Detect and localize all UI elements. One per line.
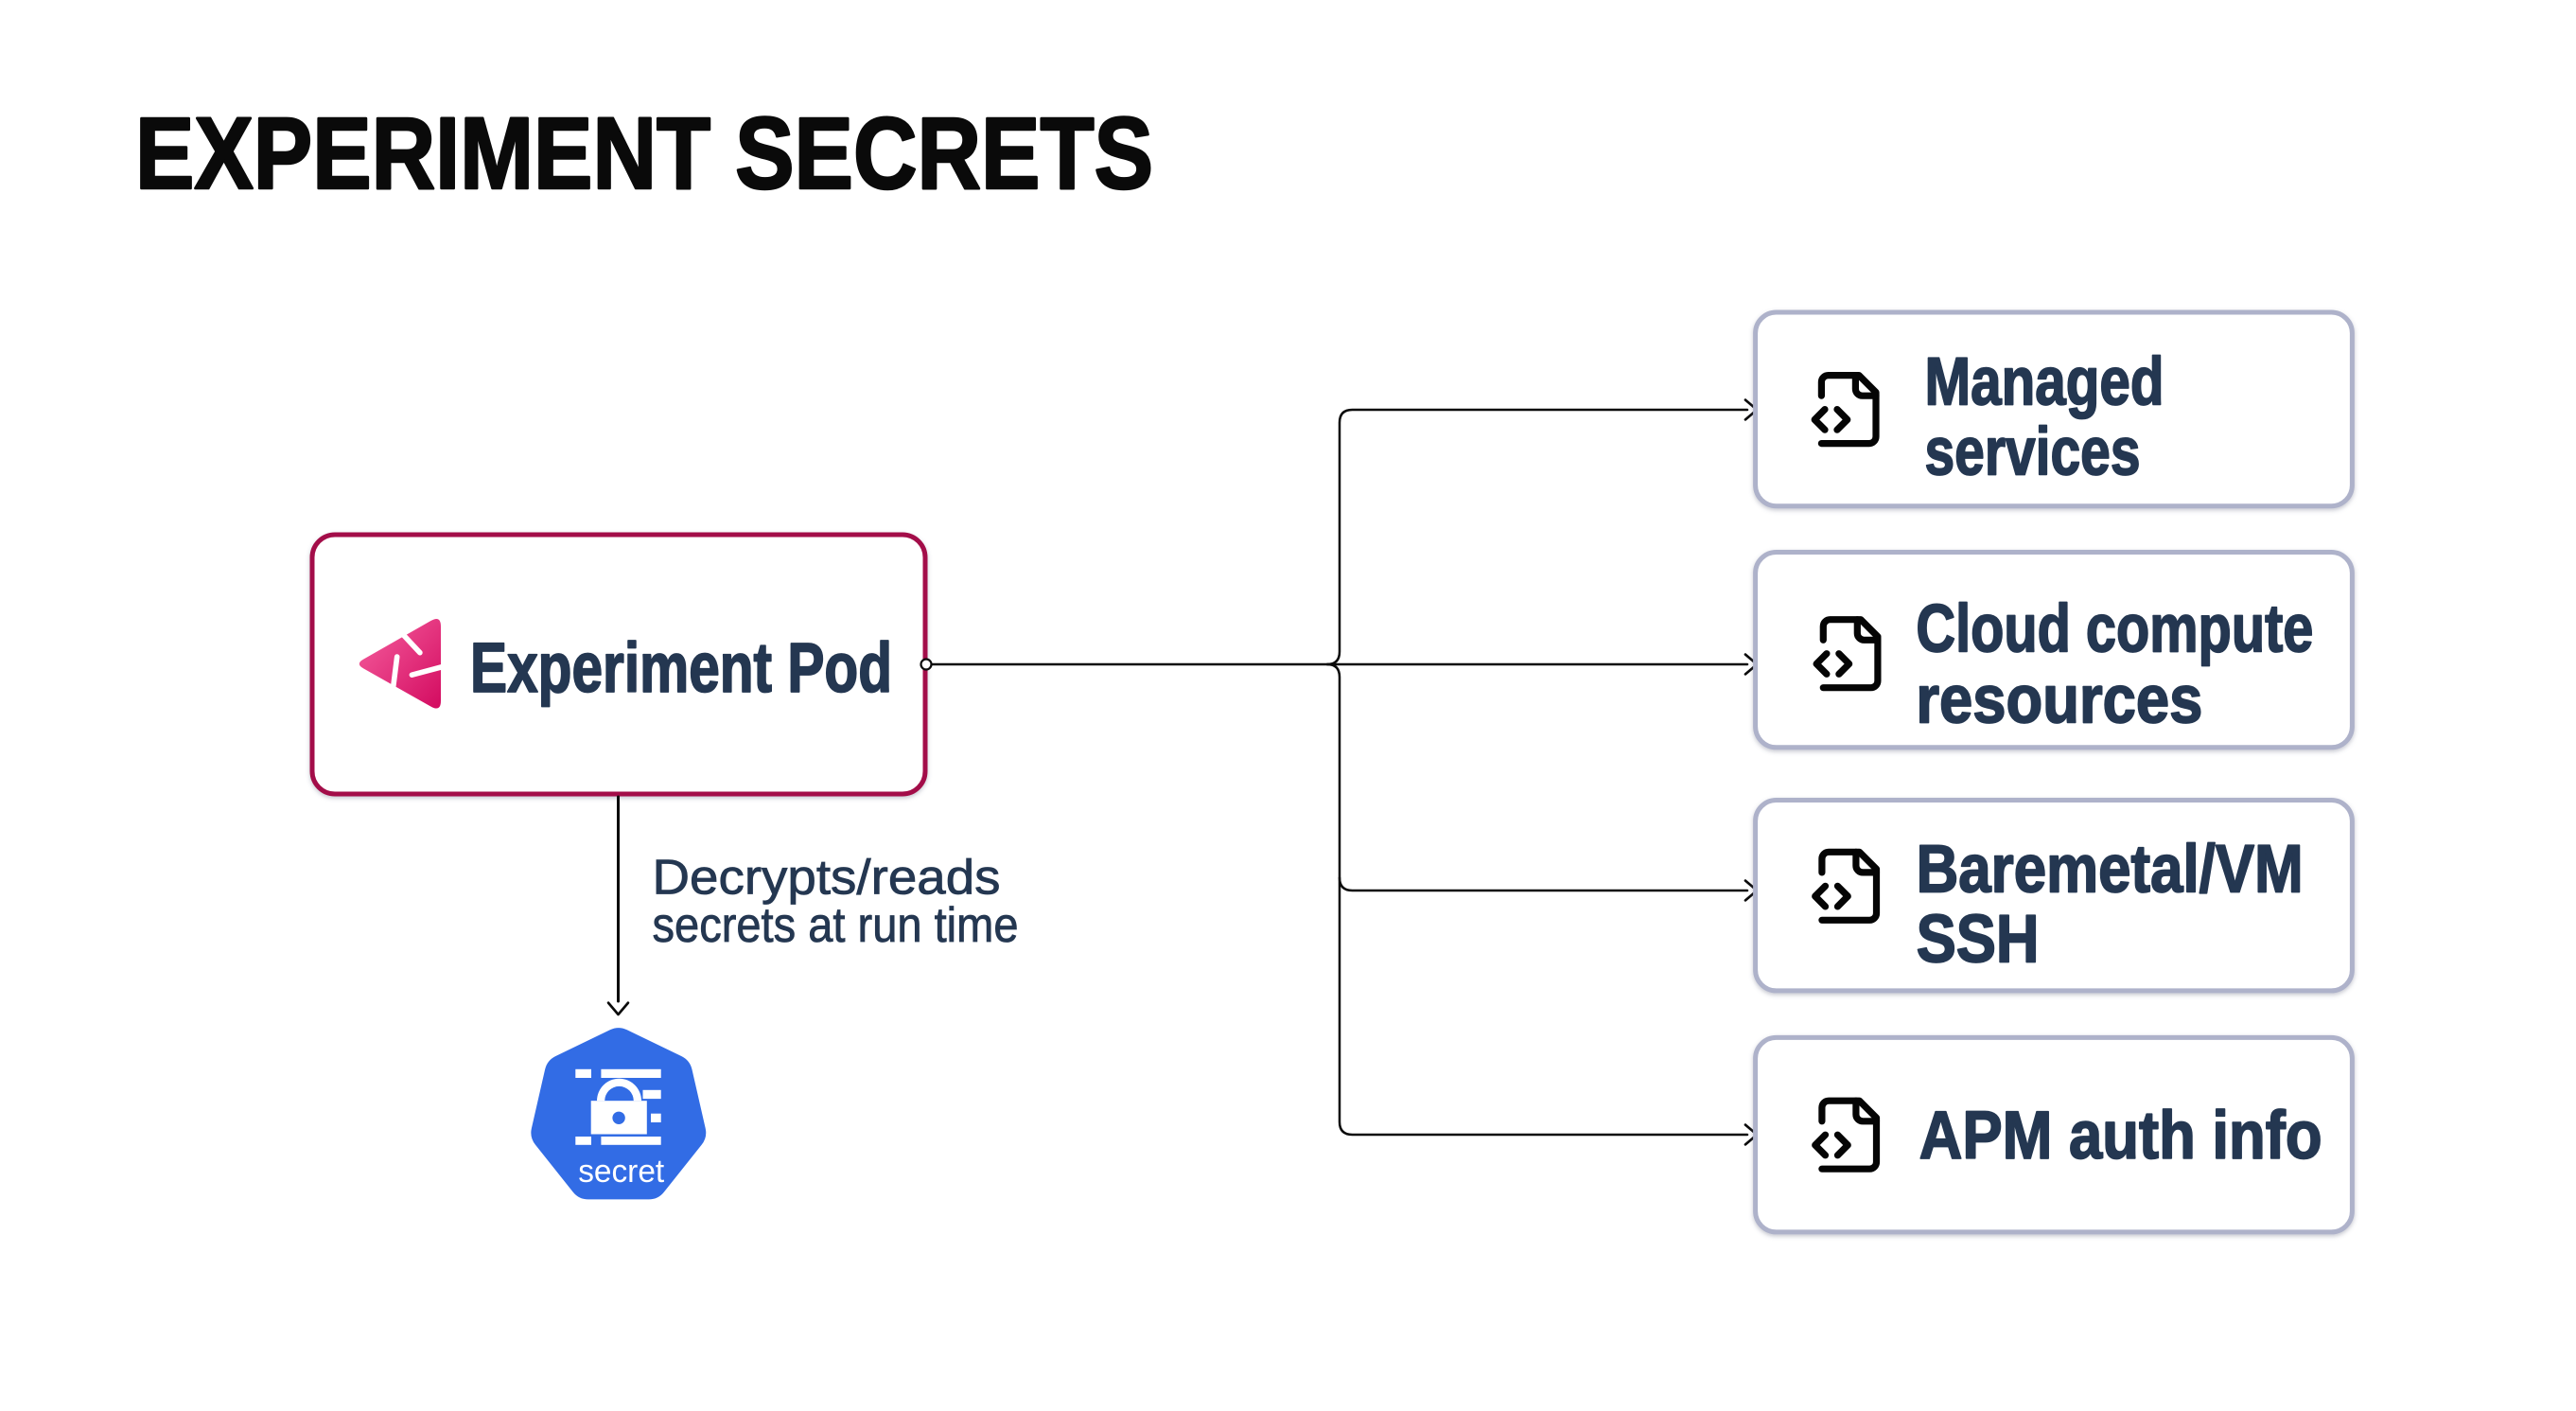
- svg-text:Experiment Pod: Experiment Pod: [470, 628, 892, 707]
- svg-text:Decrypts/reads: Decrypts/reads: [653, 850, 1001, 905]
- svg-text:Managed: Managed: [1925, 344, 2164, 419]
- svg-text:EXPERIMENT SECRETS: EXPERIMENT SECRETS: [135, 96, 1153, 210]
- svg-text:Baremetal/VM: Baremetal/VM: [1917, 833, 2304, 908]
- svg-text:resources: resources: [1916, 663, 2202, 738]
- svg-text:SSH: SSH: [1917, 903, 2040, 978]
- svg-text:secrets at run time: secrets at run time: [653, 898, 1019, 953]
- svg-text:Cloud compute: Cloud compute: [1916, 592, 2313, 667]
- svg-text:secret: secret: [578, 1154, 665, 1190]
- svg-text:APM auth info: APM auth info: [1919, 1099, 2322, 1173]
- svg-text:services: services: [1925, 414, 2141, 489]
